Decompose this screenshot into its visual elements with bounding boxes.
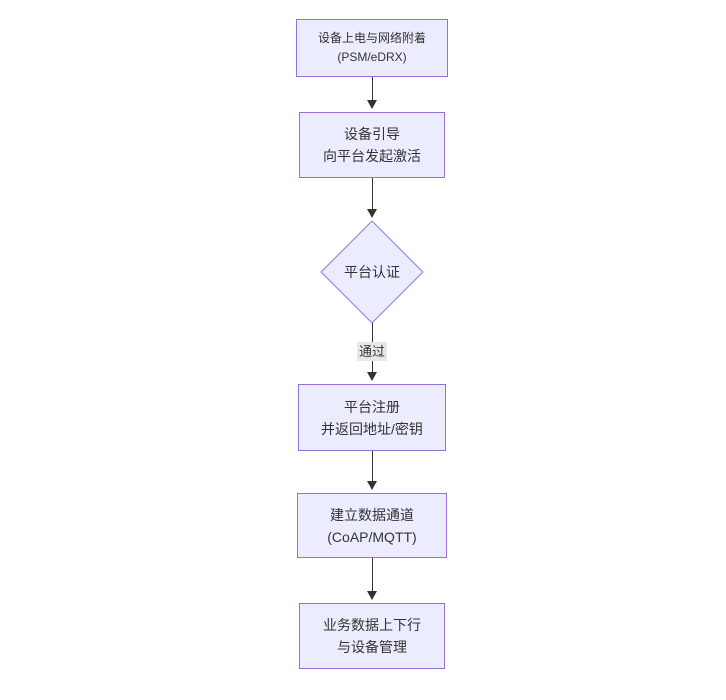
node-label-line: (CoAP/MQTT) [327, 528, 417, 545]
node-data-channel: 建立数据通道 (CoAP/MQTT) [297, 493, 447, 558]
flowchart: 设备上电与网络附着 (PSM/eDRX) 设备引导 向平台发起激活 平台认证 通… [296, 19, 448, 669]
arrowhead-down-icon [367, 481, 377, 490]
arrowhead-down-icon [367, 100, 377, 109]
arrow-channel-to-business [352, 558, 392, 603]
node-label-line: 设备上电与网络附着 [317, 31, 426, 45]
arrow-auth-to-register: 通过 [352, 323, 392, 384]
node-device-bootstrap: 设备引导 向平台发起激活 [299, 112, 445, 178]
node-label-line: 设备引导 [344, 126, 400, 142]
decision-platform-auth: 平台认证 [320, 220, 424, 324]
arrow-register-to-channel [352, 451, 392, 493]
arrow-line [371, 558, 373, 591]
node-label-line: 向平台发起激活 [323, 148, 421, 164]
decision-label: 平台认证 [344, 264, 400, 280]
edge-label-pass: 通过 [356, 342, 388, 361]
arrow-bootstrap-to-auth [352, 178, 392, 221]
node-label-line: 并返回地址/密钥 [321, 420, 423, 437]
node-label-line: 建立数据通道 [330, 506, 414, 523]
arrowhead-down-icon [367, 209, 377, 218]
arrow-line [371, 451, 373, 481]
node-label-line: 平台注册 [344, 398, 400, 415]
node-business-data-management: 业务数据上下行 与设备管理 [299, 603, 445, 669]
arrowhead-down-icon [367, 372, 377, 381]
arrow-line [371, 178, 373, 209]
node-label-line: 业务数据上下行 [323, 617, 421, 633]
arrowhead-down-icon [367, 591, 377, 600]
node-label-line: (PSM/eDRX) [337, 50, 407, 64]
node-platform-register: 平台注册 并返回地址/密钥 [298, 384, 446, 451]
arrow-attach-to-bootstrap [352, 77, 392, 112]
node-label-line: 与设备管理 [337, 639, 407, 655]
node-power-on-network-attach: 设备上电与网络附着 (PSM/eDRX) [296, 19, 448, 77]
arrow-line [371, 77, 373, 100]
